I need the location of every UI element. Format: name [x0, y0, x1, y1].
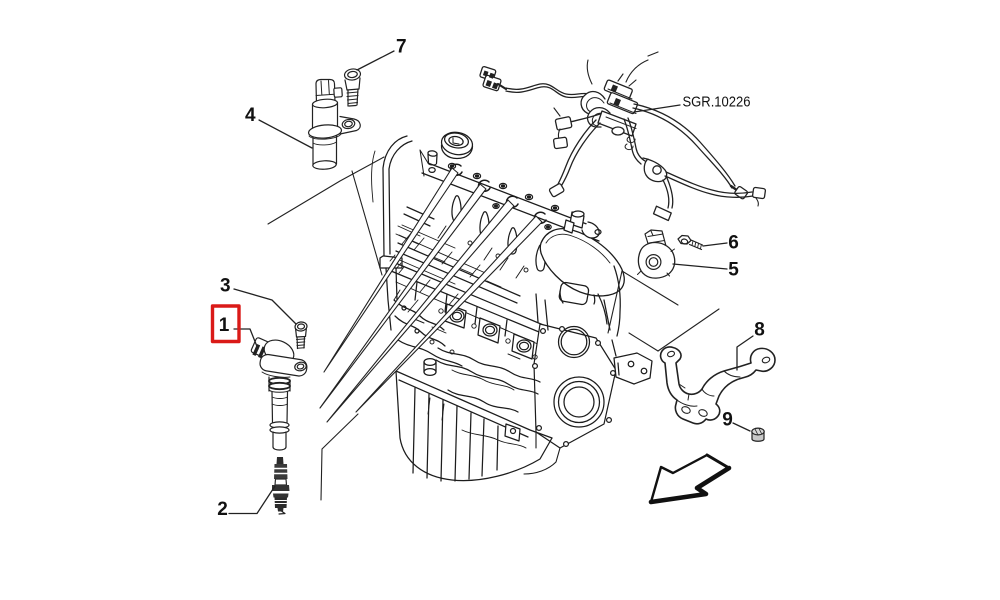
svg-text:4: 4 [245, 105, 256, 126]
svg-text:2: 2 [217, 499, 228, 520]
svg-text:6: 6 [728, 233, 739, 254]
svg-text:3: 3 [220, 276, 231, 297]
svg-text:5: 5 [728, 260, 739, 281]
svg-text:7: 7 [396, 37, 407, 58]
svg-text:1: 1 [219, 315, 230, 336]
svg-text:9: 9 [722, 410, 733, 431]
svg-text:8: 8 [754, 320, 765, 341]
svg-text:SGR.10226: SGR.10226 [683, 95, 751, 111]
